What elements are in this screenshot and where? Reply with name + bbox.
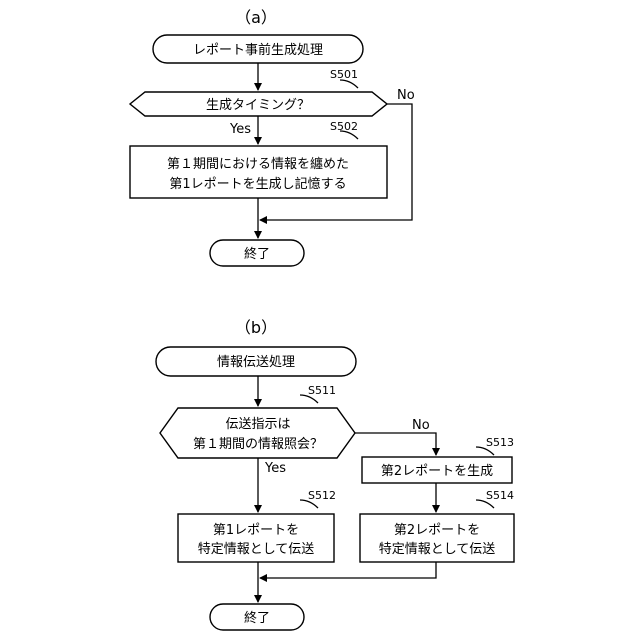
- start-label-a: レポート事前生成処理: [193, 42, 323, 58]
- end-label-b: 終了: [244, 610, 270, 626]
- arrow-s514-merge: [260, 562, 436, 578]
- flowchart-a: （a） レポート事前生成処理 S501 生成タイミング？ No Yes S502…: [130, 8, 415, 266]
- process-s502-line-2: 第1レポートを生成し記憶する: [169, 176, 346, 192]
- flowchart-a-heading: （a）: [235, 8, 277, 27]
- leader-s501: [340, 80, 358, 88]
- start-label-b: 情報伝送処理: [217, 355, 295, 370]
- step-s512: S512: [308, 489, 336, 502]
- process-s514-line-2: 特定情報として伝送: [379, 542, 496, 557]
- step-s513: S513: [486, 436, 514, 449]
- step-s514: S514: [486, 489, 514, 502]
- decision-b-line-1: 伝送指示は: [225, 417, 290, 432]
- step-s511: S511: [308, 384, 336, 397]
- yes-label-a: Yes: [229, 122, 251, 137]
- decision-b-line-2: 第１期間の情報照会？: [193, 437, 323, 452]
- decision-label-a: 生成タイミング？: [206, 98, 310, 113]
- yes-label-b: Yes: [264, 461, 286, 476]
- no-label-a: No: [397, 88, 415, 103]
- process-s513-label: 第2レポートを生成: [381, 464, 493, 479]
- process-s514-line-1: 第2レポートを: [394, 523, 480, 538]
- flowchart-b: （b） 情報伝送処理 S511 伝送指示は 第１期間の情報照会？ No S513…: [156, 318, 514, 630]
- no-label-b: No: [412, 418, 430, 433]
- step-s501: S501: [330, 68, 358, 81]
- step-s502: S502: [330, 120, 358, 133]
- process-s502-line-1: 第１期間における情報を纏めた: [167, 156, 349, 172]
- process-s512-line-2: 特定情報として伝送: [198, 542, 315, 557]
- no-path-b: [355, 433, 436, 455]
- flowchart-b-heading: （b）: [235, 318, 277, 337]
- end-label-a: 終了: [244, 246, 270, 262]
- process-s512-line-1: 第1レポートを: [213, 523, 299, 538]
